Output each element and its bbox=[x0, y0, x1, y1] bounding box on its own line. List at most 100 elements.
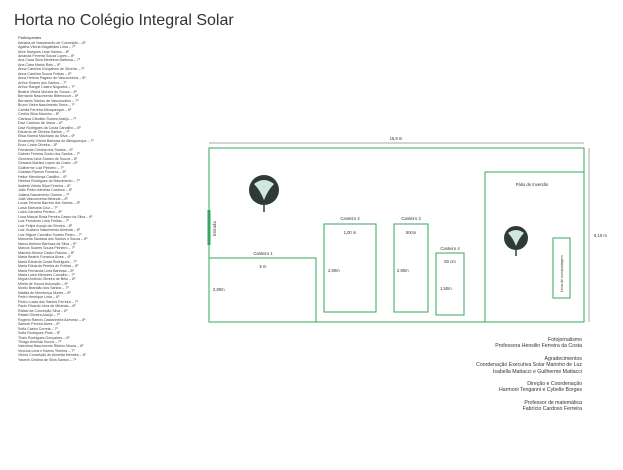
participant-item: Rogério Ramos Castanheira Azevedo – 8º bbox=[18, 317, 86, 322]
bed-4-height: 1,50m bbox=[440, 286, 452, 291]
participant-item: Anna Carolina Souza Freitas – 6º bbox=[18, 71, 72, 76]
participant-item: Ana Clara Silva Medeiros Barbosa – 7º bbox=[18, 58, 81, 63]
participant-item: Thiago Almeida Souza – 7º bbox=[18, 340, 62, 344]
credit-role: Direção e Coordenação bbox=[527, 381, 582, 388]
participant-item: Murilo Brandão dos Santos – 7º bbox=[18, 286, 69, 291]
credit-name: Harmoni Tenganni e Cybelle Borges bbox=[499, 387, 582, 394]
participant-item: Maria Fernanda Lima Barbosa – 6º bbox=[18, 268, 74, 273]
participant-item: Luiz Fernando Lima Freitas – 7º bbox=[18, 219, 70, 224]
participant-item: Pedro Lucas dos Santos Ferreira – 7º bbox=[18, 299, 79, 304]
participant-item: Elisa Vianna Machado da Silva – 6º bbox=[18, 134, 75, 139]
page-title: Horta no Colégio Integral Solar bbox=[14, 12, 234, 29]
participant-item: Luiza Carvalho Pereira – 8º bbox=[18, 210, 62, 215]
compost-yard-outline bbox=[484, 171, 584, 322]
participant-item: Heitor Mendonça Castilho – 6º bbox=[18, 174, 67, 179]
credit-name: Professora Hensilin Ferreira da Costa bbox=[495, 343, 582, 350]
bed-2-name: Canteiro 2 bbox=[340, 216, 360, 221]
participant-item: Emanuelly Vitória Barbosa de Albuquerque… bbox=[18, 138, 94, 143]
participant-item: Bruno Vieira Nascimento Serra – 7º bbox=[18, 103, 75, 108]
overall-height-label: 6,10 m bbox=[594, 233, 607, 238]
participant-item: Alice Marques Lima Santos – 8º bbox=[18, 49, 70, 54]
tree-1-icon bbox=[249, 175, 279, 212]
credit-name: Coordenação Executiva Solar Marinho de L… bbox=[476, 362, 582, 369]
participant-item: Valentina Nascimento Ribeiro Moura – 8º bbox=[18, 344, 84, 349]
participants-heading: Participantes bbox=[18, 35, 42, 40]
bed-3-outline bbox=[393, 223, 429, 313]
participant-item: Beatriz Vitória Moraes de Souza – 6º bbox=[18, 89, 77, 94]
bed-4-width: 60 cm bbox=[444, 259, 456, 264]
credit-role: Professor de matemática bbox=[524, 399, 582, 406]
participant-item: Eduardo de Oliveira Santos – 7º bbox=[18, 129, 70, 134]
participant-item: Vinícius Lima e Barros Teixeira – 7º bbox=[18, 348, 75, 353]
bed-1-width: 5 m bbox=[260, 264, 267, 269]
compost-box-label: Leira de compostagem bbox=[560, 255, 564, 292]
participant-item: Anna Helena Pagano de Vasconcelos – 8º bbox=[18, 76, 86, 81]
participant-item: Paulo Ricardo Lima de Miranda – 8º bbox=[18, 304, 76, 309]
participant-item: Luiz Gustavo Nascimento Almeida – 6º bbox=[18, 228, 81, 233]
credit-name: Isabella Mattacci e Guilherme Mattacci bbox=[492, 368, 582, 375]
credit-role: Fotojornalismo bbox=[547, 337, 582, 343]
participant-item: Maria Eduarda Costa Rodrigues – 7º bbox=[18, 259, 77, 264]
participant-item: Bernardo Nascimento Bittencourt – 8º bbox=[18, 94, 79, 99]
participant-item: Maria Eduarda Pereira de Freitas – 8º bbox=[18, 264, 79, 269]
credit-block: Fotojornalismo Professora Hensilin Ferre… bbox=[400, 337, 582, 350]
participant-item: Juliana Nascimento Gomes – 7º bbox=[18, 192, 70, 197]
participant-item: Marcos Soares Souza Pinheiro – 7º bbox=[18, 246, 75, 251]
participant-item: Sofia Rodrigues Pinto – 8º bbox=[18, 331, 61, 336]
credit-block: Professor de matemática Fabrício Cardoso… bbox=[400, 400, 582, 413]
credit-block: Direção e Coordenação Harmoni Tenganni e… bbox=[400, 381, 582, 394]
participant-item: Rafael da Conceição Silva – 6º bbox=[18, 308, 68, 313]
participant-item: Maria Luiza Menezes Carvalho – 7º bbox=[18, 272, 75, 277]
participant-item: Gabriel Ferreira Souto dos Santos – 7º bbox=[18, 152, 80, 157]
compost-box-outline bbox=[552, 237, 571, 299]
participant-item: Arthur Rangel Castro Nogueira – 7º bbox=[18, 85, 75, 90]
participant-item: Manuella Santana dos Santos e Souza – 8º bbox=[18, 237, 88, 242]
participant-item: Yasmin Cristina de Silva Santos – 7º bbox=[18, 357, 77, 362]
overall-width-label: 15,9 m bbox=[390, 136, 403, 141]
compost-yard-label: Pátio de Inversão bbox=[516, 182, 549, 187]
participant-item: Davi Cardoso de Jesus – 6º bbox=[18, 121, 63, 126]
participant-item: Clarissa Cândido Soares Araújo – 7º bbox=[18, 116, 77, 121]
participant-item: Marcelo Afonso Castro Ramos – 8º bbox=[18, 250, 75, 255]
participant-item: Giovana Martins Lopes da Costa – 6º bbox=[18, 161, 78, 166]
participant-item: Ana Clara Matos Reis – 8º bbox=[18, 62, 61, 67]
participant-item: Adriana de Nascimento de Conceição – 8º bbox=[18, 40, 86, 45]
participant-item: Davi Rodrigues da Costa Carvalho – 8º bbox=[18, 125, 81, 130]
bed-3-name: Canteiro 3 bbox=[401, 216, 421, 221]
bed-2-height: 2,80m bbox=[328, 268, 340, 273]
participant-item: Heloísa Rodrigues do Nascimento – 7º bbox=[18, 179, 80, 184]
entrance-label: Entrada bbox=[212, 221, 217, 236]
participant-item: Gustavo Ramos Fonseca – 8º bbox=[18, 170, 66, 175]
participant-item: Enzo Costa Oliveira – 8º bbox=[18, 143, 58, 148]
participant-item: Julia Vasconcelos Miranda – 8º bbox=[18, 197, 68, 201]
participant-item: Rafael Oliveira Araújo – 7º bbox=[18, 313, 61, 318]
participant-item: Vitória Conceição de Almeida Mendes – 6º bbox=[18, 353, 86, 358]
credit-block: Agradecimentos Coordenação Executiva Sol… bbox=[400, 356, 582, 375]
participant-item: Maria Beatriz Fonseca Alves – 6º bbox=[18, 255, 71, 260]
participant-item: Marco Antônio Barbosa da Silva – 6º bbox=[18, 241, 77, 246]
participant-item: Isabela Vitória Silva Ferreira – 8º bbox=[18, 183, 71, 188]
participant-item: Mirela de Souza Assunção – 6º bbox=[18, 281, 68, 286]
participant-item: Agatha Vitória Magalhães Lima – 7º bbox=[18, 45, 76, 50]
bed-1-height: 2,80m bbox=[213, 287, 225, 292]
tree-2-icon bbox=[504, 226, 528, 256]
participant-item: Miguel Antônio Oliveira de Brito – 8º bbox=[18, 277, 76, 282]
bed-3-width: 50cm bbox=[406, 230, 417, 235]
bed-2-outline bbox=[323, 223, 377, 313]
bed-1-name: Canteiro 1 bbox=[253, 251, 273, 256]
participant-item: Lucas Teixeira Barreto dos Santos – 6º bbox=[18, 201, 80, 206]
credits-section: Fotojornalismo Professora Hensilin Ferre… bbox=[400, 337, 582, 419]
credit-name: Fabrício Cardoso Ferreira bbox=[522, 406, 582, 413]
participant-item: Amanda Ferreira Souza Lopes – 6º bbox=[18, 54, 75, 58]
bed-3-height: 2,80m bbox=[397, 268, 409, 273]
participant-item: Fernanda Cristina dos Santos – 6º bbox=[18, 147, 73, 152]
bed-1-outline bbox=[208, 257, 317, 323]
participant-item: Arthur Soares dos Santos – 7º bbox=[18, 80, 67, 85]
participant-item: Sofia Castro Correia – 7º bbox=[18, 326, 58, 331]
participant-item: Pedro Henrique Lima – 6º bbox=[18, 295, 60, 300]
participant-item: Bernardo Santos de Vasconcelos – 7º bbox=[18, 98, 79, 103]
participants-list: Participantes Adriana de Nascimento de C… bbox=[18, 35, 136, 363]
participant-item: Cecília Silva Marinho – 8º bbox=[18, 112, 60, 117]
